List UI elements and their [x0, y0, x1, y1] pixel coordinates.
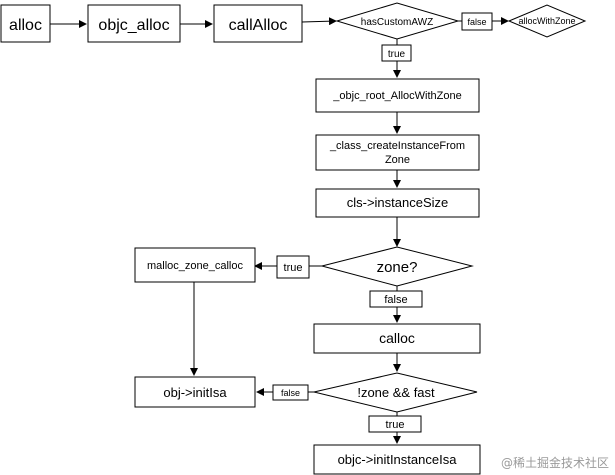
edges — [50, 17, 509, 444]
node-initInstanceIsa: objc->initInstanceIsa — [313, 444, 481, 475]
edge-label-awz-true: true — [381, 44, 412, 62]
edge-label-fast-true: true — [368, 415, 422, 433]
edge-label-zone-true: true — [276, 255, 310, 279]
node-calloc: calloc — [313, 323, 481, 354]
node-initIsa: obj->initIsa — [134, 376, 256, 408]
node-malloc_zone_calloc: malloc_zone_calloc — [134, 247, 256, 283]
node-instanceSize-label: cls->instanceSize — [347, 195, 449, 210]
watermark-text: @稀土掘金技术社区 — [500, 456, 609, 470]
node-allocWithZone-label: allocWithZone — [518, 16, 575, 26]
node-initIsa-label: obj->initIsa — [163, 385, 227, 400]
decision-zone-fast-label: !zone && fast — [357, 385, 435, 400]
edge-label-awz-false: false — [461, 12, 493, 31]
decision-zone-fast: !zone && fast — [313, 372, 478, 413]
decision-hasCustomAWZ: hasCustomAWZ — [335, 2, 460, 40]
node-objc_root_AllocWithZone-label: _objc_root_AllocWithZone — [332, 90, 461, 102]
node-callAlloc-label: callAlloc — [229, 17, 288, 34]
node-objc_alloc-label: objc_alloc — [98, 17, 169, 34]
decision-zone: zone? — [320, 246, 474, 287]
node-class_createInstanceFromZone: _class_createInstanceFrom Zone — [315, 134, 480, 171]
node-class_createInstanceFromZone-line2: Zone — [385, 154, 410, 166]
edge-label-zone-false-text: false — [384, 294, 407, 306]
node-callAlloc: callAlloc — [213, 4, 303, 43]
node-malloc_zone_calloc-label: malloc_zone_calloc — [147, 260, 243, 272]
node-class_createInstanceFromZone-line1: _class_createInstanceFrom — [329, 140, 465, 152]
edge-label-fast-false-text: false — [281, 388, 300, 398]
edge-label-fast-false: false — [272, 384, 309, 401]
node-alloc-label: alloc — [9, 17, 42, 34]
edge-label-awz-true-text: true — [388, 49, 406, 60]
edge-label-zone-false: false — [369, 290, 423, 308]
node-instanceSize: cls->instanceSize — [315, 188, 480, 218]
node-objc_root_AllocWithZone: _objc_root_AllocWithZone — [315, 78, 480, 113]
edge-label-fast-true-text: true — [386, 419, 405, 431]
edge-label-awz-false-text: false — [467, 17, 486, 27]
decision-hasCustomAWZ-label: hasCustomAWZ — [361, 17, 433, 28]
node-allocWithZone: allocWithZone — [507, 4, 587, 38]
edge-callAlloc-hasCustomAWZ — [301, 17, 337, 26]
decision-zone-label: zone? — [377, 259, 418, 276]
node-calloc-label: calloc — [379, 330, 415, 346]
node-objc_alloc: objc_alloc — [87, 4, 181, 43]
edge-label-zone-true-text: true — [284, 262, 303, 274]
node-initInstanceIsa-label: objc->initInstanceIsa — [338, 452, 458, 467]
node-alloc: alloc — [0, 4, 51, 43]
